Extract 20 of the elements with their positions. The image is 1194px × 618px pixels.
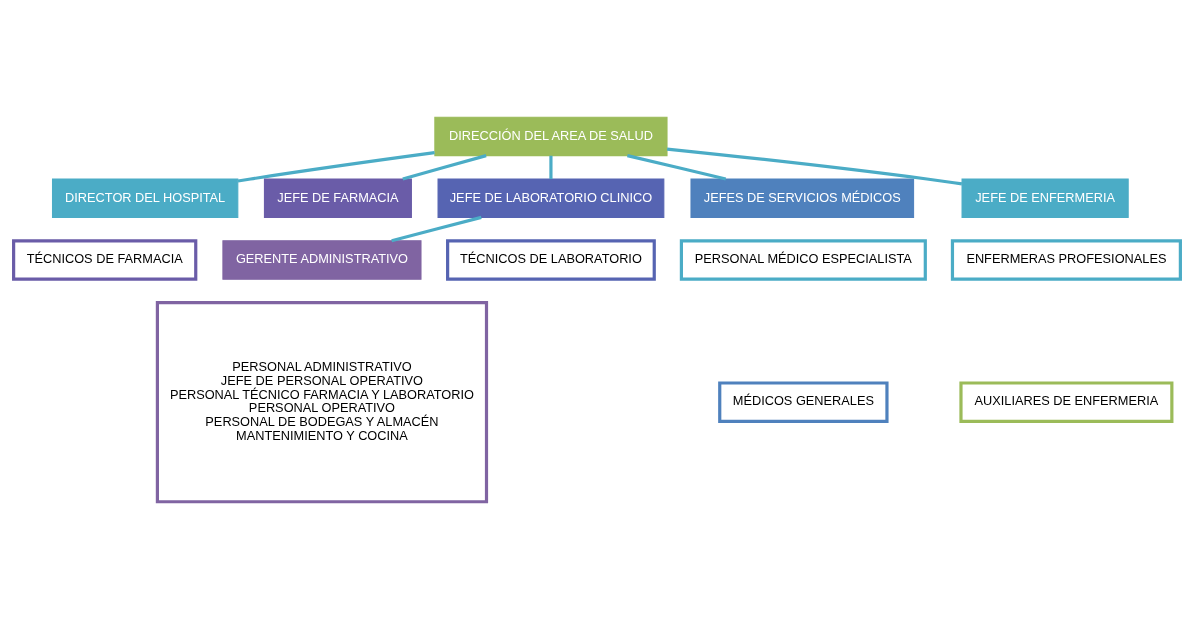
node-box: JEFES DE SERVICIOS MÉDICOS [690,178,915,218]
node-box: JEFE DE FARMACIA [263,178,412,218]
node-box: JEFE DE ENFERMERIA [961,178,1129,218]
node-box: PERSONAL ADMINISTRATIVO JEFE DE PERSONAL OPERATIVO PERSONAL TÉCNICO FARMACIA Y LABORATORIO PERSONAL OPERATIVO PERSONAL DE BODEGAS Y ALMACÉN MANTENIMIENTO Y COCINA [155,300,489,503]
node-box: AUXILIARES DE ENFERMERIA [959,380,1174,423]
connector [402,153,487,180]
connector [627,153,727,181]
connector [549,155,553,179]
node-box: TÉCNICOS DE FARMACIA [12,238,198,281]
node-box: DIRECCIÓN DEL AREA DE SALUD [434,116,668,156]
connector [666,146,963,186]
node-box: MÉDICOS GENERALES [718,380,889,423]
connector [391,215,482,242]
node-box: JEFE DE LABORATORIO CLINICO [437,178,665,218]
node-box: DIRECTOR DEL HOSPITAL [51,178,239,218]
connector [237,150,435,183]
node-box: GERENTE ADMINISTRATIVO [222,239,422,280]
node-box: PERSONAL MÉDICO ESPECIALISTA [679,238,927,281]
node-box: ENFERMERAS PROFESIONALES [950,238,1182,281]
node-box: TÉCNICOS DE LABORATORIO [446,238,656,281]
